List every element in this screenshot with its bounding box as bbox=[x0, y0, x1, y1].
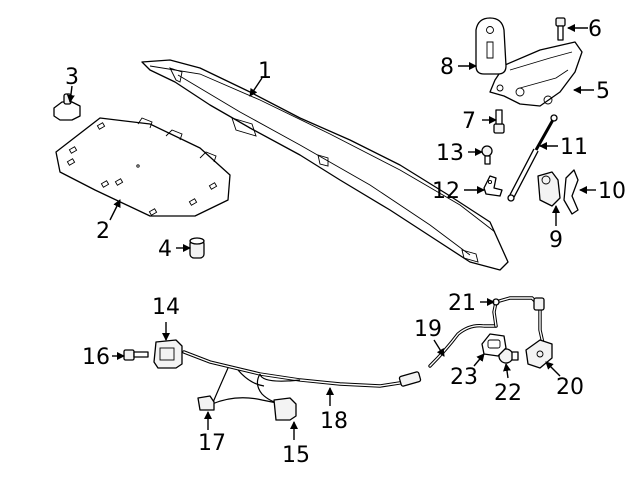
callout-8: 8 bbox=[440, 55, 454, 80]
callout-13: 13 bbox=[436, 141, 464, 166]
callout-15: 15 bbox=[282, 443, 310, 468]
part-17-connector bbox=[197, 395, 215, 411]
callout-16: 16 bbox=[82, 345, 110, 370]
leader-lines bbox=[66, 24, 596, 440]
callout-5: 5 bbox=[596, 79, 610, 104]
callout-6: 6 bbox=[588, 17, 602, 42]
callout-17: 17 bbox=[198, 431, 226, 456]
part-3-clip bbox=[53, 93, 81, 121]
part-7-bolt bbox=[493, 109, 505, 134]
callout-23: 23 bbox=[450, 365, 478, 390]
callout-1: 1 bbox=[258, 59, 272, 84]
part-8-hinge-plate bbox=[475, 17, 507, 75]
callout-19: 19 bbox=[414, 317, 442, 342]
part-20-switch bbox=[525, 339, 553, 369]
callout-labels: 1 2 3 4 5 6 7 8 9 10 11 12 13 14 15 16 1… bbox=[65, 17, 626, 468]
part-16-bolt bbox=[123, 349, 149, 361]
part-5-hinge bbox=[489, 41, 583, 107]
callout-11: 11 bbox=[560, 135, 588, 160]
callout-14: 14 bbox=[152, 295, 180, 320]
callout-22: 22 bbox=[494, 381, 522, 406]
part-13-screw bbox=[481, 145, 493, 165]
callout-20: 20 bbox=[556, 375, 584, 400]
callout-21: 21 bbox=[448, 291, 476, 316]
part-15-connector bbox=[273, 397, 297, 421]
callout-10: 10 bbox=[598, 179, 626, 204]
callout-7: 7 bbox=[462, 109, 476, 134]
callout-9: 9 bbox=[549, 228, 563, 253]
callout-4: 4 bbox=[158, 237, 172, 262]
part-12-clip bbox=[483, 175, 503, 197]
part-18-harness bbox=[182, 350, 422, 409]
part-14-latch bbox=[153, 339, 183, 369]
callout-2: 2 bbox=[96, 219, 110, 244]
part-4-bumper-stop bbox=[189, 237, 205, 259]
part-9-ball-stud bbox=[537, 171, 561, 207]
callout-12: 12 bbox=[432, 179, 460, 204]
part-22-grommet bbox=[498, 348, 519, 364]
part-10-bracket bbox=[563, 169, 579, 215]
part-1-hood-panel bbox=[141, 59, 509, 271]
part-21-wire bbox=[492, 296, 546, 350]
callout-3: 3 bbox=[65, 65, 79, 90]
part-6-bolt bbox=[555, 17, 566, 41]
callout-18: 18 bbox=[320, 409, 348, 434]
part-2-insulator-pad bbox=[55, 117, 231, 217]
